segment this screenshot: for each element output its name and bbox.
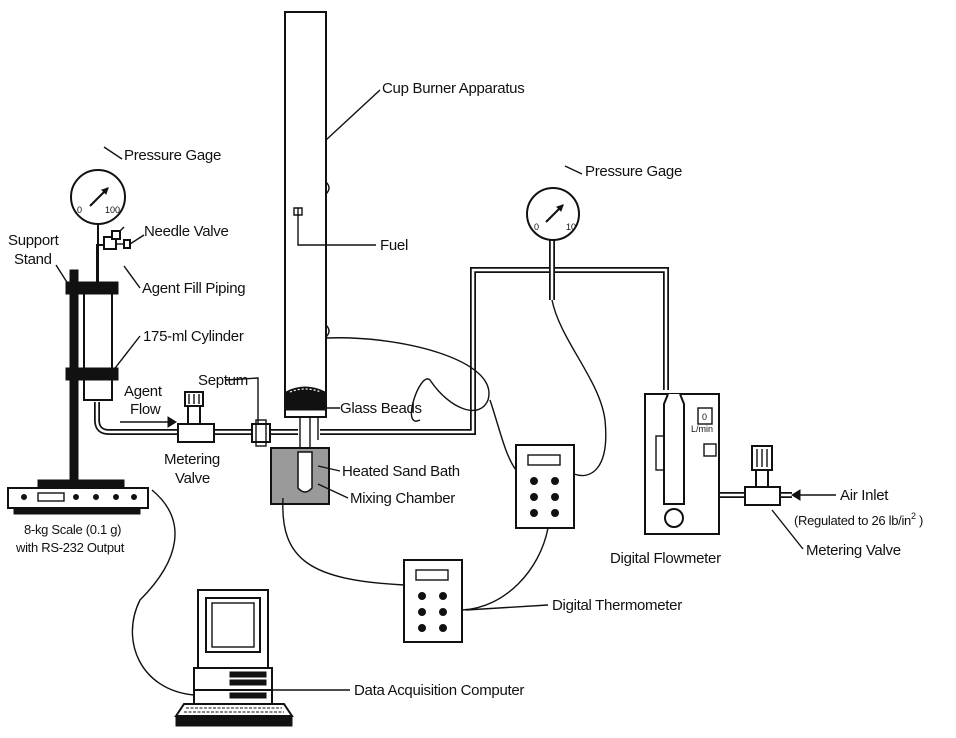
needle-valve [103,226,131,250]
label-scale-2: with RS-232 Output [15,540,125,555]
label-regulated-suffix: ) [916,513,923,528]
label-metering-valve-left-1: Metering [164,451,220,468]
digital-flowmeter: 0 L/min [644,393,720,535]
digital-thermometer-upper [515,444,575,529]
cables [131,299,607,696]
heated-sand-bath [270,447,330,505]
pressure-gage-right-min: 0 [534,222,539,232]
label-cup-burner: Cup Burner Apparatus [382,80,524,97]
label-metering-valve-right: Metering Valve [806,542,901,559]
label-heated-sand-bath: Heated Sand Bath [342,463,460,480]
label-septum: Septum [198,372,248,389]
label-data-acquisition-computer: Data Acquisition Computer [354,682,524,699]
flowmeter-display-unit: L/min [691,424,713,434]
label-pressure-gage-right: Pressure Gage [585,163,682,180]
label-glass-beads: Glass Beads [340,400,422,417]
label-agent-flow-1: Agent [124,383,163,400]
pressure-gage-left: 0 100 [70,146,126,282]
label-agent-flow-2: Flow [130,401,161,418]
label-metering-valve-left-2: Valve [175,470,210,487]
label-cylinder: 175-ml Cylinder [143,328,244,345]
label-regulated-prefix: (Regulated to 26 lb/in [794,513,911,528]
data-acquisition-computer [174,589,294,727]
label-support-stand-1: Support [8,232,60,249]
metering-valve-right [744,445,836,550]
label-scale-1: 8-kg Scale (0.1 g) [24,522,121,537]
cylinder-175ml [65,244,119,401]
scale-8kg [7,487,149,515]
label-digital-flowmeter: Digital Flowmeter [610,550,721,567]
pressure-gage-right-max: 10 [566,222,576,232]
label-agent-fill-piping: Agent Fill Piping [142,280,245,297]
septum [251,419,271,447]
digital-thermometer-lower [403,559,463,643]
label-support-stand-2: Stand [14,251,52,268]
labels: Cup Burner Apparatus Pressure Gage Press… [8,80,923,699]
label-regulated-sup: 2 [911,511,916,521]
label-pressure-gage-left: Pressure Gage [124,147,221,164]
label-digital-thermometer: Digital Thermometer [552,597,682,614]
label-needle-valve: Needle Valve [144,223,229,240]
metering-valve-left [177,391,215,443]
agent-line [94,402,298,435]
pressure-gage-left-min: 0 [77,205,82,215]
pressure-gage-left-max: 100 [105,205,120,215]
label-mixing-chamber: Mixing Chamber [350,490,455,507]
pressure-gage-right: 0 10 [526,165,583,241]
label-fuel: Fuel [380,237,408,254]
label-regulated: (Regulated to 26 lb/in2 ) [794,511,923,528]
flowmeter-display-value: 0 [702,412,707,422]
leader-lines [55,89,381,499]
label-air-inlet: Air Inlet [840,487,889,504]
